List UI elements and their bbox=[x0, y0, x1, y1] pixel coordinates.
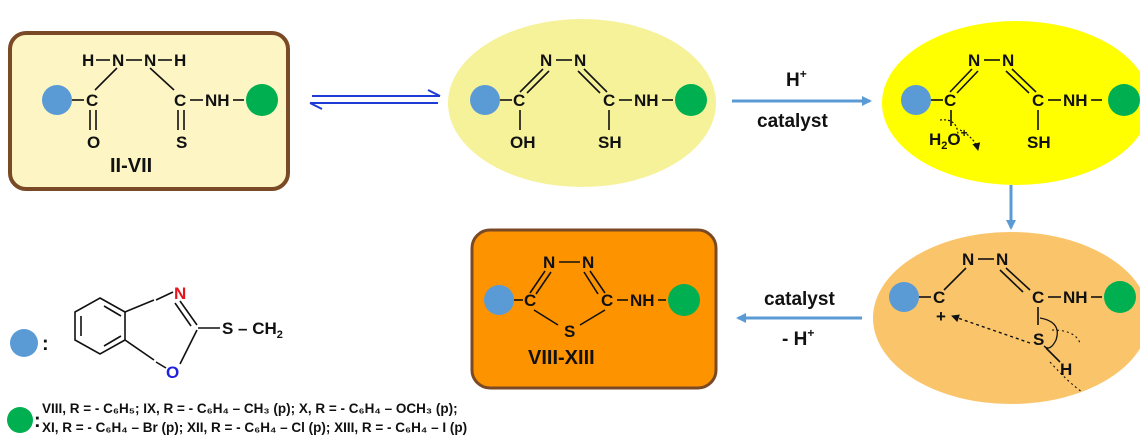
atom-n2: N bbox=[144, 51, 156, 70]
legend-green-colon: : bbox=[34, 410, 41, 432]
legend-blue: : N O S – CH2 bbox=[10, 284, 283, 382]
legend-r-groups-line2: XI, R = - C₆H₄ – Br (p); XII, R = - C₆H₄… bbox=[42, 420, 468, 435]
aryl-group-marker bbox=[246, 84, 278, 116]
starting-material: H N N H C O C NH S II-VII bbox=[8, 31, 290, 191]
carbocation-charge: + bbox=[936, 307, 946, 326]
benzothiazole-ring-marker bbox=[901, 85, 931, 115]
aryl-group-marker bbox=[1104, 281, 1136, 313]
atom-c-left: C bbox=[513, 91, 525, 110]
atom-n1: N bbox=[540, 51, 552, 70]
atom-c-right: C bbox=[1032, 288, 1044, 307]
atom-c-right: C bbox=[1032, 91, 1044, 110]
arrow-protonation: H+ catalyst bbox=[732, 67, 872, 132]
product-label: VIII-XIII bbox=[528, 347, 595, 369]
atom-h: H bbox=[1060, 360, 1072, 379]
atom-nh: NH bbox=[205, 91, 230, 110]
starting-material-label: II-VII bbox=[110, 155, 152, 177]
protonated-intermediate: N N C H2O+ C NH SH bbox=[882, 21, 1140, 185]
atom-c-right: C bbox=[601, 291, 613, 310]
legend-s-ch2: S – CH2 bbox=[222, 319, 283, 341]
atom-s: S bbox=[564, 322, 575, 341]
atom-n1: N bbox=[962, 250, 974, 269]
atom-h-right: H bbox=[174, 51, 186, 70]
tautomer-oval bbox=[448, 19, 716, 187]
benzothiazole-ring-marker bbox=[42, 85, 72, 115]
atom-c-right: C bbox=[603, 91, 615, 110]
aryl-group-marker bbox=[675, 84, 707, 116]
equilibrium-arrows bbox=[309, 89, 441, 110]
arrow-protonation-bottom-label: catalyst bbox=[757, 111, 828, 132]
legend-blue-colon: : bbox=[42, 333, 49, 355]
atom-c-right: C bbox=[174, 91, 186, 110]
carbocation-oval bbox=[873, 232, 1140, 404]
arrow-protonation-top-label: H+ bbox=[786, 67, 807, 91]
atom-nh: NH bbox=[1063, 91, 1088, 110]
atom-sh: SH bbox=[1027, 133, 1051, 152]
tautomer-intermediate: N N C OH C NH SH bbox=[448, 19, 716, 187]
atom-oh: OH bbox=[510, 133, 536, 152]
atom-nh: NH bbox=[1063, 288, 1088, 307]
starting-material-box bbox=[8, 31, 290, 191]
atom-c-left: C bbox=[524, 291, 536, 310]
legend-atom-o: O bbox=[166, 363, 179, 382]
atom-n1: N bbox=[112, 51, 124, 70]
atom-s: S bbox=[1033, 330, 1044, 349]
atom-n2: N bbox=[996, 250, 1008, 269]
atom-n1: N bbox=[968, 51, 980, 70]
atom-n2: N bbox=[574, 51, 586, 70]
legend-green: : bbox=[7, 407, 41, 433]
arrow-cyclization: catalyst - H+ bbox=[736, 289, 862, 350]
protonated-oval bbox=[882, 21, 1140, 185]
atom-n1: N bbox=[543, 253, 555, 272]
atom-s: S bbox=[176, 133, 187, 152]
product-box bbox=[470, 228, 718, 390]
atom-n2: N bbox=[582, 253, 594, 272]
atom-n2: N bbox=[1002, 51, 1014, 70]
legend-atom-n: N bbox=[174, 284, 186, 303]
atom-nh: NH bbox=[634, 91, 659, 110]
legend-green-marker bbox=[7, 407, 33, 433]
arrow-cyclization-bottom-label: - H+ bbox=[782, 326, 814, 350]
legend-blue-marker bbox=[10, 329, 38, 357]
benzothiazole-ring-marker bbox=[470, 85, 500, 115]
atom-nh: NH bbox=[630, 291, 655, 310]
atom-c-left: C bbox=[933, 288, 945, 307]
atom-c-left: C bbox=[944, 91, 956, 110]
atom-o: O bbox=[87, 133, 100, 152]
carbocation-intermediate: N N C + C NH S H bbox=[873, 232, 1140, 404]
benzothiazole-ring-marker bbox=[484, 285, 514, 315]
atom-sh: SH bbox=[598, 133, 622, 152]
aryl-group-marker bbox=[1108, 84, 1140, 116]
aryl-group-marker bbox=[668, 284, 700, 316]
product: N N C C S NH VIII-XIII bbox=[470, 228, 718, 390]
arrow-cyclization-top-label: catalyst bbox=[764, 289, 835, 310]
atom-c-left: C bbox=[86, 91, 98, 110]
benzothiazole-ring-marker bbox=[889, 282, 919, 312]
legend-r-groups-line1: VIII, R = - C₆H₅; IX, R = - C₆H₄ – CH₃ (… bbox=[42, 401, 458, 416]
atom-h-left: H bbox=[82, 51, 94, 70]
